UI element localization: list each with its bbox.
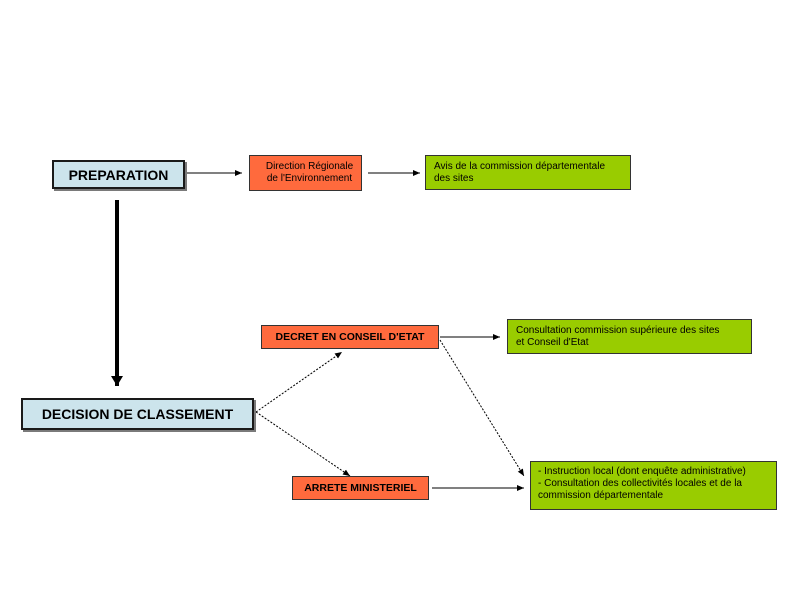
avis-commission-line-2: des sites — [434, 173, 474, 184]
consultation-superieure-line-2: et Conseil d'Etat — [516, 337, 589, 348]
direction-regionale-box: Direction Régionale de l'Environnement — [249, 155, 362, 191]
arrete-box: ARRETE MINISTERIEL — [292, 476, 429, 500]
decret-label: DECRET EN CONSEIL D'ETAT — [275, 331, 425, 343]
instruction-locale-line-2: - Consultation des collectivités locales… — [538, 478, 742, 489]
preparation-box: PREPARATION — [52, 160, 185, 189]
instruction-locale-line-1: - Instruction local (dont enquête admini… — [538, 466, 746, 477]
direction-regionale-line-2: de l'Environnement — [266, 173, 353, 184]
decision-box: DECISION DE CLASSEMENT — [21, 398, 254, 430]
consultation-superieure-box: Consultation commission supérieure des s… — [507, 319, 752, 354]
avis-commission-box: Avis de la commission départementale des… — [425, 155, 631, 190]
decision-label: DECISION DE CLASSEMENT — [41, 406, 234, 422]
preparation-label: PREPARATION — [68, 166, 169, 183]
arrow-decision-to-arrete — [255, 411, 351, 477]
direction-regionale-line-1: Direction Régionale — [265, 161, 354, 172]
instruction-locale-box: - Instruction local (dont enquête admini… — [530, 461, 777, 510]
decret-box: DECRET EN CONSEIL D'ETAT — [261, 325, 439, 349]
arrow-decision-to-decret — [255, 351, 343, 413]
arrete-label: ARRETE MINISTERIEL — [304, 482, 417, 494]
arrow-decret-to-instruction — [439, 339, 525, 477]
instruction-locale-line-3: commission départementale — [538, 490, 664, 501]
consultation-superieure-line-1: Consultation commission supérieure des s… — [516, 325, 720, 336]
avis-commission-line-1: Avis de la commission départementale — [434, 161, 606, 172]
